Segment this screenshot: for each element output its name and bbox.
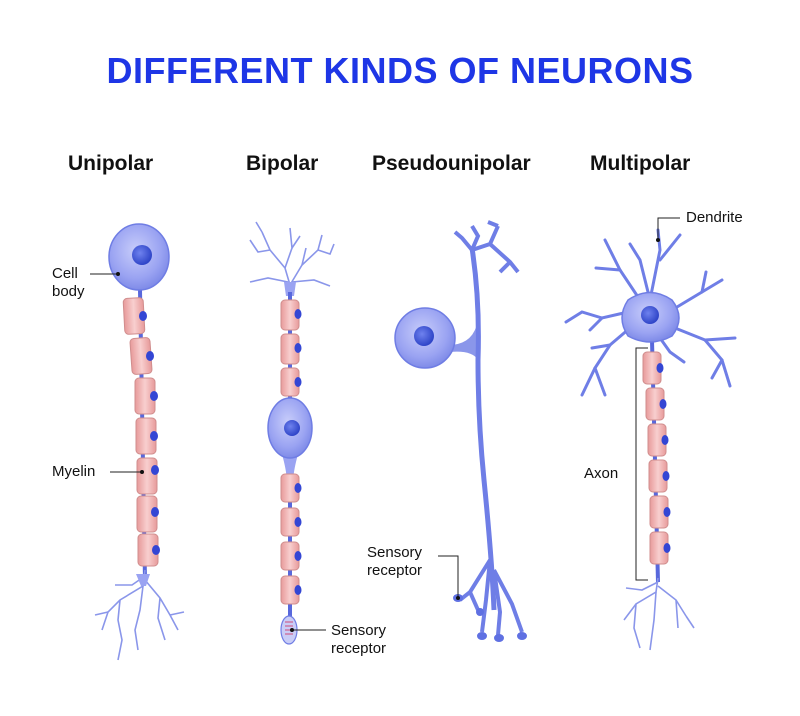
bipolar-neuron	[249, 221, 335, 645]
label-sensory-line2: receptor	[331, 640, 387, 657]
multipolar-neuron	[564, 228, 737, 651]
label-myelin: Myelin	[52, 463, 96, 480]
bipolar-nodes-lower	[294, 483, 302, 595]
myelin-segment	[136, 457, 158, 495]
heading-bipolar: Bipolar	[246, 152, 319, 175]
pseudo-top-branches	[453, 220, 520, 274]
multipolar-myelin	[642, 351, 669, 565]
label-sensory-receptor-bipolar: Sensory receptor	[331, 622, 386, 658]
label-axon: Axon	[584, 465, 619, 482]
label-sensory-line1: Sensory	[331, 622, 387, 639]
multipolar-dendrites	[564, 228, 737, 397]
bipolar-nodes-upper	[294, 309, 302, 387]
unipolar-neuron	[94, 223, 185, 661]
label-sensory-line2: receptor	[367, 562, 423, 579]
bipolar-dendrites	[249, 221, 335, 287]
heading-unipolar: Unipolar	[68, 152, 154, 175]
unipolar-nodes	[139, 311, 160, 555]
unipolar-axon-terminals	[94, 569, 185, 661]
label-cell-body: Cell body	[52, 265, 85, 301]
label-sensory-line1: Sensory	[367, 544, 423, 561]
pseudo-bottom-branches	[458, 558, 524, 636]
heading-pseudounipolar: Pseudounipolar	[372, 152, 531, 175]
bipolar-dendrite-base	[284, 282, 296, 296]
sensory-receptor-1-leader	[438, 555, 459, 596]
unipolar-axon-hillock	[136, 574, 150, 586]
diagram-title: DIFFERENT KINDS OF NEURONS	[106, 50, 694, 91]
dendrite-leader	[657, 217, 680, 238]
axon-bracket	[635, 347, 648, 581]
pseudo-nucleus	[414, 326, 434, 346]
bipolar-nucleus	[284, 420, 300, 436]
label-cell-body-line1: Cell	[52, 265, 78, 282]
pseudo-stem	[450, 320, 478, 360]
pseudo-terminal-knobs	[453, 594, 527, 642]
label-sensory-receptor-pseudo: Sensory receptor	[367, 544, 422, 580]
unipolar-nucleus	[132, 245, 152, 265]
leader-dots	[116, 238, 660, 632]
bipolar-myelin-lower	[280, 473, 300, 605]
heading-multipolar: Multipolar	[590, 152, 691, 175]
bipolar-myelin-upper	[280, 299, 300, 397]
label-cell-body-line2: body	[52, 283, 85, 300]
multipolar-nucleus	[641, 306, 659, 324]
multipolar-axon-terminals	[623, 577, 695, 651]
pseudounipolar-neuron	[394, 220, 527, 642]
multipolar-nodes	[656, 363, 671, 553]
leader-lines	[90, 217, 680, 631]
pseudo-axon	[469, 247, 497, 611]
label-dendrite: Dendrite	[686, 209, 743, 226]
